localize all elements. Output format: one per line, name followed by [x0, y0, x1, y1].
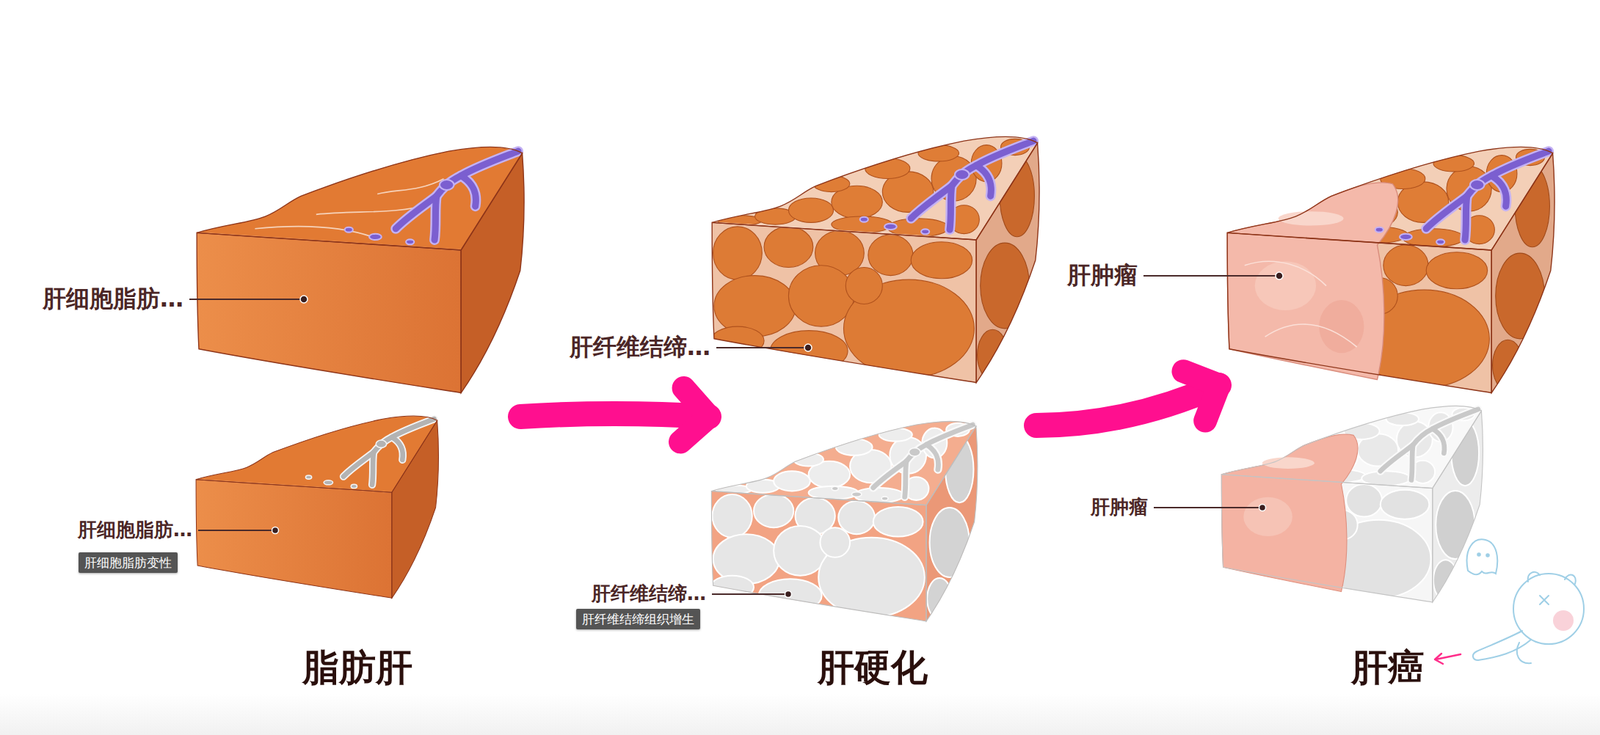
progress-arrow — [1036, 371, 1220, 426]
fatty-liver-slab-grey-veins — [195, 416, 439, 599]
cancer-slab-grey — [1220, 406, 1483, 603]
stage-panel: 肝硬化 — [708, 132, 1037, 690]
stage-title: 肝癌 — [1351, 645, 1425, 690]
leader-dots — [272, 272, 1284, 599]
tag-label: 肝细胞脂肪变性 — [84, 554, 172, 572]
fatty-liver-slab — [196, 147, 525, 394]
part-label: 肝纤维结缔… — [591, 582, 707, 606]
progress-arrow — [520, 388, 709, 442]
stage-panel: 脂肪肝 — [193, 139, 521, 690]
arrow-head — [1183, 371, 1220, 421]
cirrhosis-slab — [711, 137, 1040, 384]
part-label: 肝肿瘤 — [1067, 261, 1138, 290]
arrow-head — [680, 388, 709, 442]
arrow-shaft — [1036, 385, 1220, 426]
stage-panel: 肝癌 — [1219, 139, 1557, 690]
part-label: 肝纤维结缔… — [569, 333, 711, 362]
ghost-doodle — [1467, 539, 1584, 664]
part-label: 肝肿瘤 — [1090, 496, 1148, 519]
stage-title: 脂肪肝 — [302, 645, 413, 690]
tag-box: 肝纤维结缔组织增生 — [576, 609, 701, 630]
cancer-slab — [1226, 147, 1555, 394]
cirrhosis-slab-grey — [710, 422, 978, 622]
arrow-shaft — [520, 413, 709, 417]
leader-lines — [189, 275, 1280, 595]
tag-label: 肝纤维结缔组织增生 — [582, 611, 695, 628]
part-label: 肝细胞脂肪… — [77, 518, 193, 542]
ground-band — [0, 694, 1600, 735]
tag-box: 肝细胞脂肪变性 — [78, 552, 178, 574]
pink-pointer — [1434, 653, 1461, 665]
stage-title: 肝硬化 — [817, 645, 928, 690]
part-label: 肝细胞脂肪… — [42, 284, 184, 313]
